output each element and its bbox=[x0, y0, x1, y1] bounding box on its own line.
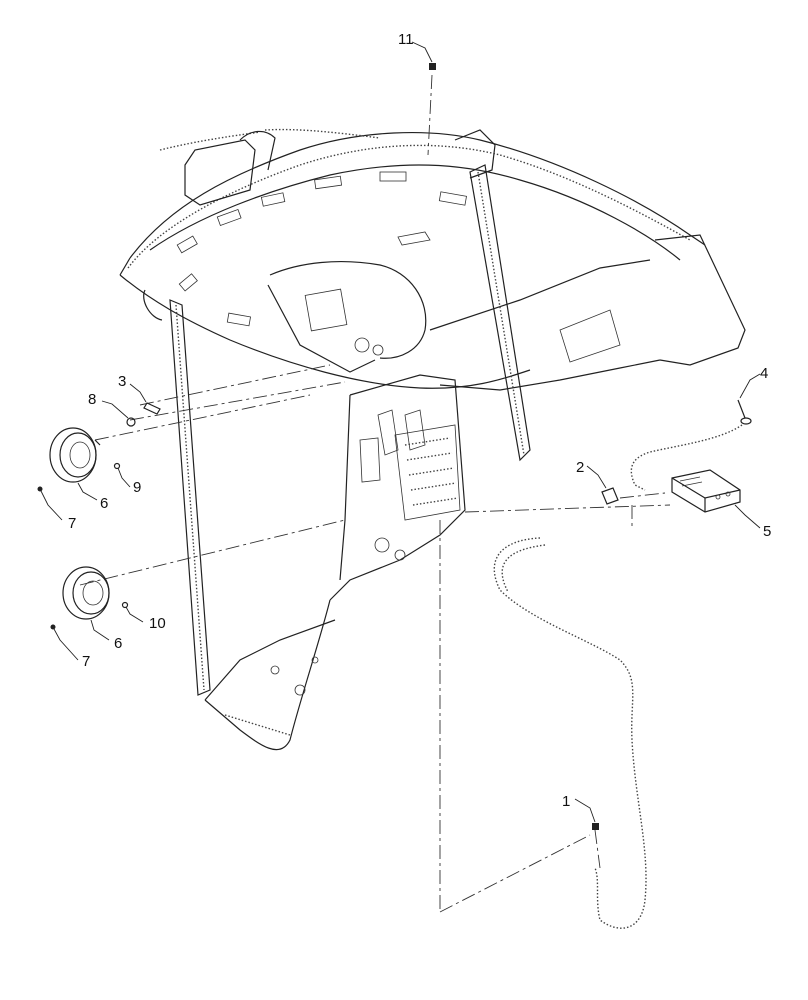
callout-7-lower: 7 bbox=[82, 653, 90, 670]
callout-8: 8 bbox=[88, 391, 96, 408]
part-10-nut bbox=[121, 601, 129, 609]
part-3-connector bbox=[143, 402, 161, 415]
rear-panel bbox=[204, 374, 466, 751]
part-5-radio bbox=[671, 469, 741, 513]
callout-7-upper: 7 bbox=[68, 515, 76, 532]
part-8-grommet bbox=[126, 417, 136, 427]
callout-1: 1 bbox=[562, 793, 570, 810]
callout-11: 11 bbox=[398, 31, 414, 48]
callout-leaders bbox=[40, 41, 761, 823]
part-4-antenna bbox=[630, 399, 752, 491]
callout-9: 9 bbox=[133, 479, 141, 496]
part-2-connector bbox=[601, 487, 619, 505]
speaker-lower bbox=[62, 566, 110, 620]
callout-6-lower: 6 bbox=[114, 635, 122, 652]
part-11-clip bbox=[429, 63, 436, 70]
callout-6-upper: 6 bbox=[100, 495, 108, 512]
part-7-screw-upper bbox=[37, 486, 43, 492]
callout-2: 2 bbox=[576, 459, 584, 476]
callout-10: 10 bbox=[149, 615, 166, 632]
callout-labels: 11 3 8 9 6 7 10 6 7 4 2 5 1 bbox=[68, 31, 771, 810]
callout-3: 3 bbox=[118, 373, 126, 390]
cab-headliner bbox=[119, 128, 746, 462]
assembly-lines bbox=[79, 74, 671, 913]
left-pillar bbox=[143, 289, 211, 696]
part-1-harness bbox=[493, 537, 647, 929]
speaker-upper bbox=[49, 427, 101, 483]
part-7-screw-lower bbox=[50, 624, 56, 630]
callout-4: 4 bbox=[760, 365, 768, 382]
part-9-nut bbox=[113, 462, 121, 470]
callout-5: 5 bbox=[763, 523, 771, 540]
